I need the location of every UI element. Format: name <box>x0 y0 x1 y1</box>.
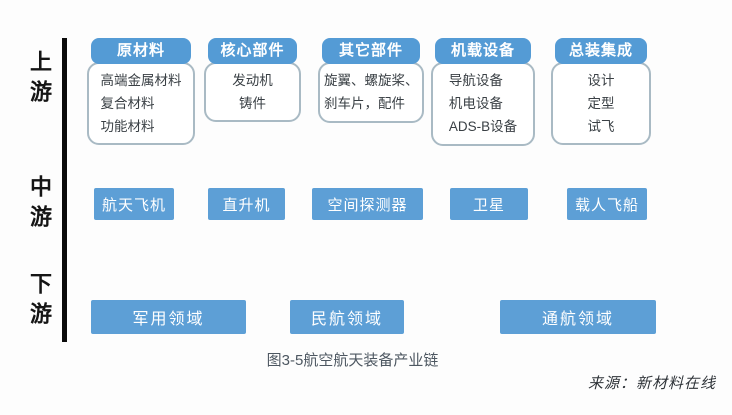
column-item-box: 旋翼、螺旋桨、 刹车片，配件 <box>318 62 424 123</box>
column-header: 核心部件 <box>208 38 297 64</box>
downstream-box-general-aviation-field: 通航领域 <box>500 300 656 334</box>
column-item: 高端金属材料 <box>100 73 182 88</box>
column-item: 功能材料 <box>100 119 155 134</box>
midstream-box-crewed-spacecraft: 载人飞船 <box>567 188 647 220</box>
column-item-box: 发动机 铸件 <box>204 62 301 122</box>
column-item: 发动机 <box>232 73 273 88</box>
column-header: 原材料 <box>91 38 191 64</box>
column-item-box: 高端金属材料 复合材料 功能材料 <box>87 62 195 145</box>
column-item-box: 设计 定型 试飞 <box>551 62 651 145</box>
column-item: ADS-B设备 <box>448 119 518 134</box>
column-item: 复合材料 <box>100 96 155 111</box>
upstream-column-other-components: 其它部件 旋翼、螺旋桨、 刹车片，配件 <box>318 38 424 123</box>
upstream-column-raw-materials: 原材料 高端金属材料 复合材料 功能材料 <box>87 38 195 145</box>
upstream-column-final-assembly: 总装集成 设计 定型 试飞 <box>551 38 651 145</box>
column-item: 试飞 <box>587 119 615 134</box>
column-header: 机载设备 <box>435 38 531 64</box>
column-item: 铸件 <box>239 96 266 111</box>
midstream-box-space-probe: 空间探测器 <box>312 188 423 220</box>
column-item-box: 导航设备 机电设备 ADS-B设备 <box>431 62 535 146</box>
column-item: 定型 <box>587 96 615 111</box>
column-item: 导航设备 <box>448 73 503 88</box>
figure-source: 来源：新材料在线 <box>587 376 716 392</box>
column-item: 设计 <box>587 73 615 88</box>
column-item: 刹车片，配件 <box>324 96 405 111</box>
upstream-column-airborne-equipment: 机载设备 导航设备 机电设备 ADS-B设备 <box>431 38 535 146</box>
upstream-column-core-components: 核心部件 发动机 铸件 <box>204 38 301 122</box>
stage-axis-line <box>62 38 67 342</box>
column-item: 旋翼、螺旋桨、 <box>324 73 419 88</box>
stage-label-downstream: 下游 <box>27 272 52 332</box>
midstream-box-space-shuttle: 航天飞机 <box>94 188 174 220</box>
column-item: 机电设备 <box>448 96 503 111</box>
column-header: 总装集成 <box>555 38 647 64</box>
midstream-box-helicopter: 直升机 <box>208 188 285 220</box>
midstream-box-satellite: 卫星 <box>450 188 528 220</box>
stage-label-midstream: 中游 <box>27 175 52 235</box>
stage-label-upstream: 上游 <box>27 50 52 110</box>
figure-caption: 图3-5航空航天装备产业链 <box>266 352 439 369</box>
column-header: 其它部件 <box>322 38 420 64</box>
downstream-box-civil-aviation-field: 民航领域 <box>290 300 404 334</box>
downstream-box-military-field: 军用领域 <box>91 300 246 334</box>
